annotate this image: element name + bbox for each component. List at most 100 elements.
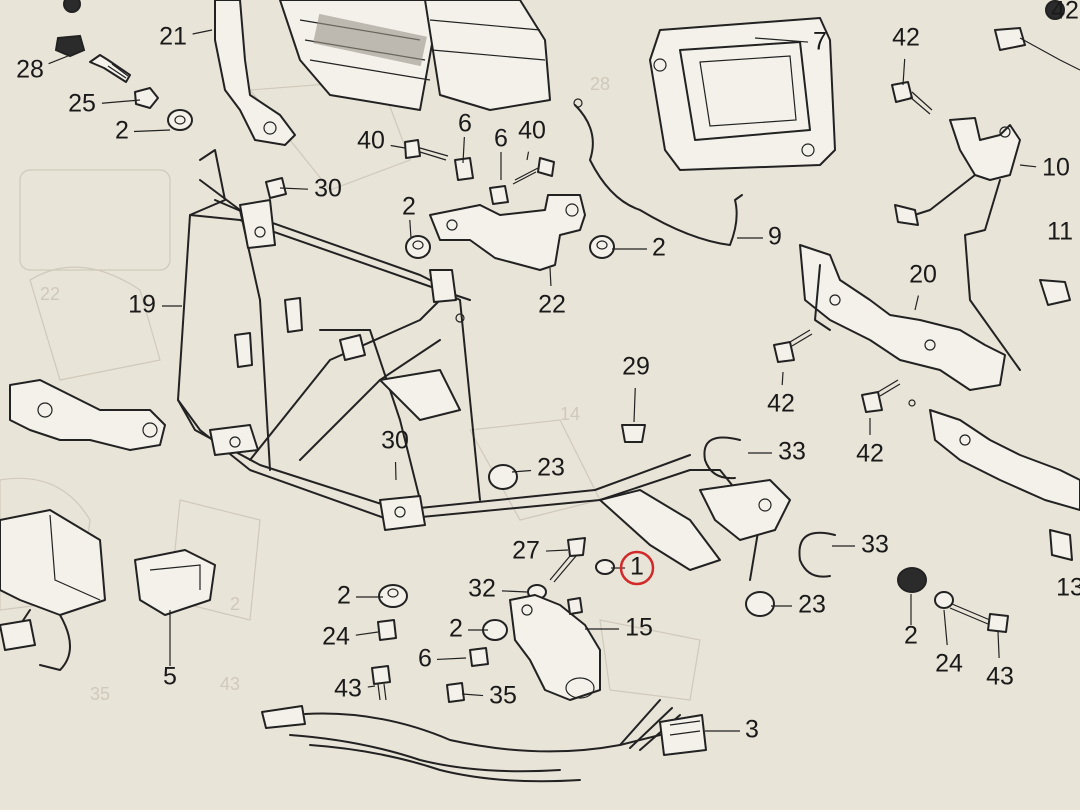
callout-label: 22 xyxy=(538,291,566,319)
leader-line xyxy=(997,631,1000,659)
callout-label: 6 xyxy=(418,645,432,673)
leader-line xyxy=(461,693,484,697)
svg-text:28: 28 xyxy=(590,74,610,94)
callout-c-27: 27 xyxy=(512,537,569,565)
callout-c-2c: 2 xyxy=(612,234,666,262)
callout-label: 6 xyxy=(458,110,472,138)
callout-label: 20 xyxy=(909,261,937,289)
callout-c-2b: 2 xyxy=(402,193,416,239)
highlight-ring xyxy=(619,550,655,586)
leader-line xyxy=(390,144,406,149)
callout-c-43b: 43 xyxy=(986,631,1014,691)
callout-label: 43 xyxy=(986,663,1014,691)
callout-label: 10 xyxy=(1042,154,1070,182)
callout-label: 40 xyxy=(357,127,385,155)
leader-line xyxy=(462,136,465,164)
callout-label: 28 xyxy=(16,56,44,84)
seat-cushion xyxy=(279,0,551,111)
callout-c-24a: 24 xyxy=(322,623,379,651)
leader-line xyxy=(943,609,948,646)
callout-c-2f: 2 xyxy=(904,594,918,650)
callout-c-40b: 40 xyxy=(518,117,546,161)
callout-label: 23 xyxy=(798,591,826,619)
callout-c-2a: 2 xyxy=(115,117,171,145)
callout-c-42a: 42 xyxy=(892,24,920,86)
lower-center-hardware xyxy=(446,537,615,703)
callout-c-33a: 33 xyxy=(748,438,806,466)
svg-text:14: 14 xyxy=(560,404,580,424)
bracket-22 xyxy=(429,194,586,271)
svg-text:2: 2 xyxy=(230,594,240,614)
callout-label: 2 xyxy=(115,117,129,145)
leader-line xyxy=(914,295,920,311)
callout-c-24b: 24 xyxy=(935,609,963,678)
callout-label: 1 xyxy=(630,553,644,581)
callout-label: 7 xyxy=(813,28,827,56)
left-components xyxy=(0,379,216,671)
callout-c-13: 13 xyxy=(1056,574,1080,602)
callout-label: 33 xyxy=(861,531,889,559)
callout-c-10: 10 xyxy=(1019,154,1070,182)
bracket-21 xyxy=(214,0,296,146)
callout-c-2d: 2 xyxy=(337,582,383,610)
callout-label: 3 xyxy=(745,716,759,744)
right-hardware-42-10-11 xyxy=(891,0,1080,371)
callout-c-43a: 43 xyxy=(334,675,376,703)
callout-label: 29 xyxy=(622,353,650,381)
callout-c-6b: 6 xyxy=(494,125,508,180)
grommets-29-23-33 xyxy=(488,424,836,617)
callout-label: 42 xyxy=(856,440,884,468)
callout-label: 2 xyxy=(652,234,666,262)
leader-line xyxy=(902,58,906,86)
callout-c-42d: 42 xyxy=(1051,0,1079,25)
callout-c-7: 7 xyxy=(754,28,827,56)
callout-label: 2 xyxy=(337,582,351,610)
callout-c-21: 21 xyxy=(159,23,213,51)
callout-c-23b: 23 xyxy=(771,591,826,619)
callout-label: 43 xyxy=(334,675,362,703)
callout-c-42c: 42 xyxy=(856,418,884,468)
leader-line xyxy=(1019,164,1037,168)
callout-c-29: 29 xyxy=(622,353,650,423)
leader-line xyxy=(101,99,141,104)
callout-c-3: 3 xyxy=(705,716,759,744)
right-lower-hardware xyxy=(897,567,1009,633)
bolts-42-mid xyxy=(773,329,916,413)
callout-label: 11 xyxy=(1047,218,1073,246)
callout-label: 5 xyxy=(163,663,177,691)
callout-c-6c: 6 xyxy=(418,645,467,673)
callout-label: 32 xyxy=(468,575,496,603)
callout-label: 35 xyxy=(489,682,517,710)
bracket-20 xyxy=(799,244,1006,391)
callout-label: 9 xyxy=(768,223,782,251)
callout-c-30a: 30 xyxy=(279,175,342,203)
callout-label: 42 xyxy=(1051,0,1079,25)
callout-label: 24 xyxy=(935,650,963,678)
callout-c-32: 32 xyxy=(468,575,528,603)
callout-c-30b: 30 xyxy=(381,427,409,481)
callout-c-42b: 42 xyxy=(767,371,795,418)
callout-label: 27 xyxy=(512,537,540,565)
callout-label: 23 xyxy=(537,454,565,482)
callout-label: 13 xyxy=(1056,574,1080,602)
leader-line xyxy=(279,187,309,190)
leader-line xyxy=(192,29,213,35)
callout-label: 2 xyxy=(449,615,463,643)
callout-label: 40 xyxy=(518,117,546,145)
callout-c-19: 19 xyxy=(128,291,182,319)
svg-text:43: 43 xyxy=(220,674,240,694)
main-frame-19 xyxy=(177,149,791,581)
leader-line xyxy=(549,267,552,287)
leader-line xyxy=(48,55,69,65)
callout-label: 30 xyxy=(381,427,409,455)
callout-label: 33 xyxy=(778,438,806,466)
callout-c-15: 15 xyxy=(585,614,653,642)
leader-line xyxy=(754,37,809,43)
box-7 xyxy=(649,17,836,171)
callout-label: 42 xyxy=(892,24,920,52)
callout-c-20: 20 xyxy=(909,261,937,311)
callout-c-35: 35 xyxy=(461,682,517,710)
wire-9 xyxy=(573,98,743,246)
